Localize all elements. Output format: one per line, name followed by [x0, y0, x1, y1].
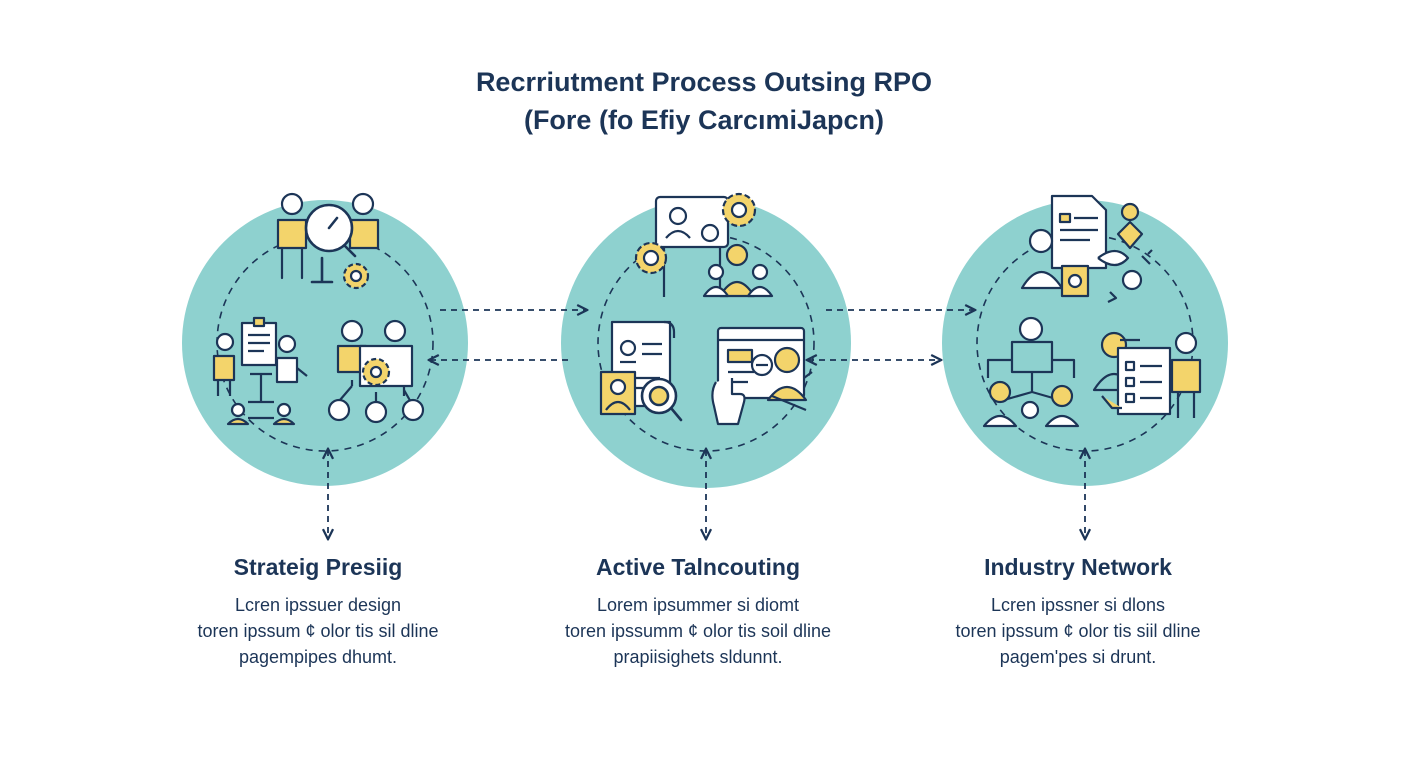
- step-3-text: Industry Network Lcren ipssner si dlons …: [908, 552, 1248, 670]
- step-2-desc-line: toren ipssumm ¢ olor tis soil dline: [564, 621, 832, 641]
- candidate-group-icon: [702, 243, 774, 298]
- step-3-desc-line: toren ipssum ¢ olor tis siil dline: [955, 621, 1201, 641]
- step-2-heading: Active Talncouting: [595, 554, 801, 580]
- step-3-heading: Industry Network: [984, 554, 1172, 580]
- org-chart-icon: [982, 316, 1080, 428]
- gear-icon: [634, 192, 757, 275]
- step-1-circle-group: [182, 192, 468, 486]
- gear-icon: [342, 262, 370, 290]
- network-nodes-icon: [1097, 202, 1153, 303]
- candidate-photo-icon: [599, 370, 637, 416]
- network-icon: [327, 319, 425, 424]
- step-3-desc-line: Lcren ipssner si dlons: [990, 595, 1166, 615]
- checklist-icon: [1092, 331, 1172, 416]
- step-1-heading: Strateig Presiig: [233, 554, 403, 580]
- people-icon: [1170, 331, 1202, 418]
- step-3-description: Lcren ipssner si dlons toren ipssum ¢ ol…: [908, 592, 1248, 670]
- hand-icon: [711, 378, 746, 426]
- connector-arrows: [328, 310, 1085, 538]
- magnifier-icon: [304, 203, 357, 284]
- browser-window-icon: [716, 326, 806, 400]
- team-icon: [226, 402, 296, 426]
- step-2-desc-line: Lorem ipsummer si diomt: [596, 595, 800, 615]
- step-2-text: Active Talncouting Lorem ipsummer si dio…: [528, 552, 868, 670]
- page-subtitle: (Fore (fo Efiy CarcımiJapcn): [523, 105, 885, 135]
- page-title: Recrriutment Process Outsing RPO: [475, 67, 933, 97]
- step-1-desc-line: pagempipes dhumt.: [238, 647, 398, 667]
- step-1-circle: [182, 200, 468, 486]
- search-icon: [640, 377, 683, 422]
- step-1-desc-line: toren ipssum ¢ olor tis sil dline: [197, 621, 439, 641]
- meeting-icon: [276, 192, 380, 280]
- step-2-circle: [561, 198, 851, 488]
- document-icon: [1050, 194, 1108, 270]
- candidate-icon: [766, 346, 813, 412]
- contact-icon: [1020, 228, 1090, 298]
- step-1-description: Lcren ipssuer design toren ipssum ¢ olor…: [148, 592, 488, 670]
- step-2-circle-group: [561, 192, 851, 488]
- step-2-description: Lorem ipsummer si diomt toren ipssumm ¢ …: [528, 592, 868, 670]
- step-3-desc-line: pagem'pes si drunt.: [999, 647, 1157, 667]
- step-2-desc-line: prapiisighets sldunnt.: [613, 647, 783, 667]
- step-1-desc-line: Lcren ipssuer design: [234, 595, 402, 615]
- step-3-circle-group: [942, 194, 1228, 486]
- step-1-text: Strateig Presiig Lcren ipssuer design to…: [148, 552, 488, 670]
- whiteboard-icon: [212, 316, 308, 404]
